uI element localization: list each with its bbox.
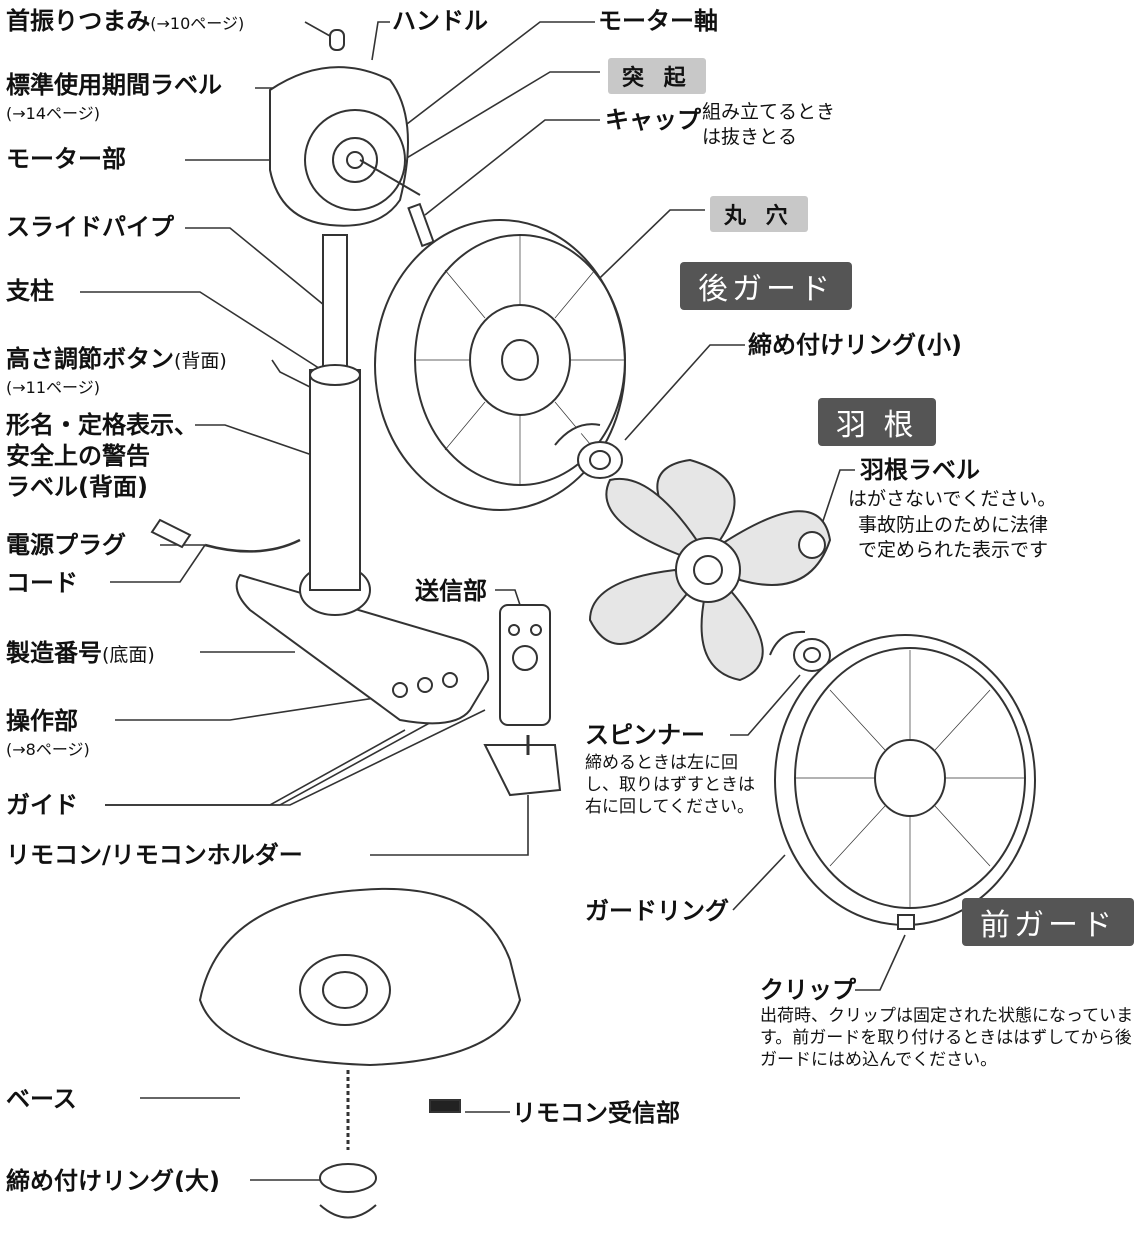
control-panel-label: 操作部: [6, 707, 78, 735]
power-plug-label: 電源プラグ: [6, 531, 126, 559]
cord-label: コード: [6, 569, 78, 597]
cord-line: [204, 538, 301, 553]
oscillation-knob-label: 首振りつまみ(→10ページ): [6, 7, 245, 35]
rating-label: 形名・定格表示、 安全上の警告 ラベル(背面): [6, 410, 198, 504]
stand: [235, 234, 490, 725]
front-guard-label: 前ガード: [962, 898, 1134, 946]
serial-number-label: 製造番号(底面): [6, 639, 155, 667]
height-button-ref: (→11ページ): [6, 378, 100, 397]
blade-label-note: はがさないでください。 事故防止のために法律 で定められた表示です: [848, 487, 1056, 564]
motor-head: [269, 29, 435, 248]
spinner-drawing: [769, 630, 831, 672]
remote-drawing: [483, 604, 562, 797]
base-drawing: [198, 887, 522, 1219]
height-button-label: 高さ調節ボタン(背面): [6, 345, 227, 373]
front-guard-drawing: [774, 634, 1036, 930]
blade-label-note-line-1: はがさないでください。: [848, 488, 1057, 510]
slide-pipe-label: スライドパイプ: [6, 213, 174, 241]
motor-unit-label: モーター部: [6, 145, 126, 173]
leader-lines: [80, 21, 906, 1181]
blade-label-note-line-3: で定められた表示です: [858, 539, 1049, 562]
blade-label-name: 羽根ラベル: [860, 456, 980, 484]
clip-note: 出荷時、クリップは固定された状態になっています。前ガードを取り付けるときははずし…: [760, 1006, 1134, 1071]
round-hole-label: 丸 穴: [710, 196, 808, 232]
ring-small-drawing: [554, 423, 623, 479]
blade-drawing: [588, 458, 832, 682]
clip-label: クリップ: [760, 976, 856, 1004]
spinner-label: スピンナー: [585, 721, 705, 749]
cap-label: キャップ: [605, 106, 701, 134]
control-panel-ref: (→8ページ): [6, 740, 90, 759]
ring-small-label: 締め付けリング(小): [748, 331, 962, 359]
rating-label-line-3: ラベル(背面): [6, 473, 148, 502]
blade-label-note-line-2: 事故防止のために法律: [858, 513, 1049, 536]
rating-label-line-1: 形名・定格表示、: [6, 411, 198, 439]
base-label: ベース: [6, 1085, 77, 1113]
remote-label: リモコン/リモコンホルダー: [6, 841, 303, 869]
ring-large-label: 締め付けリング(大): [6, 1167, 220, 1195]
cap-note: 組み立てるとき は抜きとる: [702, 100, 835, 149]
guard-ring-label: ガードリング: [585, 897, 729, 925]
standard-label-label: 標準使用期間ラベル: [6, 71, 222, 99]
rear-guard-label: 後ガード: [680, 262, 852, 310]
blade-label: 羽 根: [818, 398, 936, 446]
guide-label: ガイド: [6, 791, 78, 819]
standard-label-ref: (→14ページ): [6, 104, 100, 123]
motor-shaft-label: モーター軸: [598, 7, 718, 35]
cap-note-line-1: 組み立てるとき: [702, 101, 836, 123]
transmitter-label: 送信部: [415, 577, 487, 605]
handle-label: ハンドル: [392, 7, 488, 35]
protrusion-label: 突 起: [608, 58, 706, 94]
remote-receiver-label: リモコン受信部: [512, 1099, 680, 1127]
cap-note-line-2: は抜きとる: [702, 125, 798, 148]
plug: [150, 518, 192, 549]
pole-label: 支柱: [6, 277, 54, 305]
spinner-note: 締めるときは左に回し、取りはずすときは右に回してください。: [585, 753, 755, 818]
rating-label-line-2: 安全上の警告: [6, 442, 150, 471]
